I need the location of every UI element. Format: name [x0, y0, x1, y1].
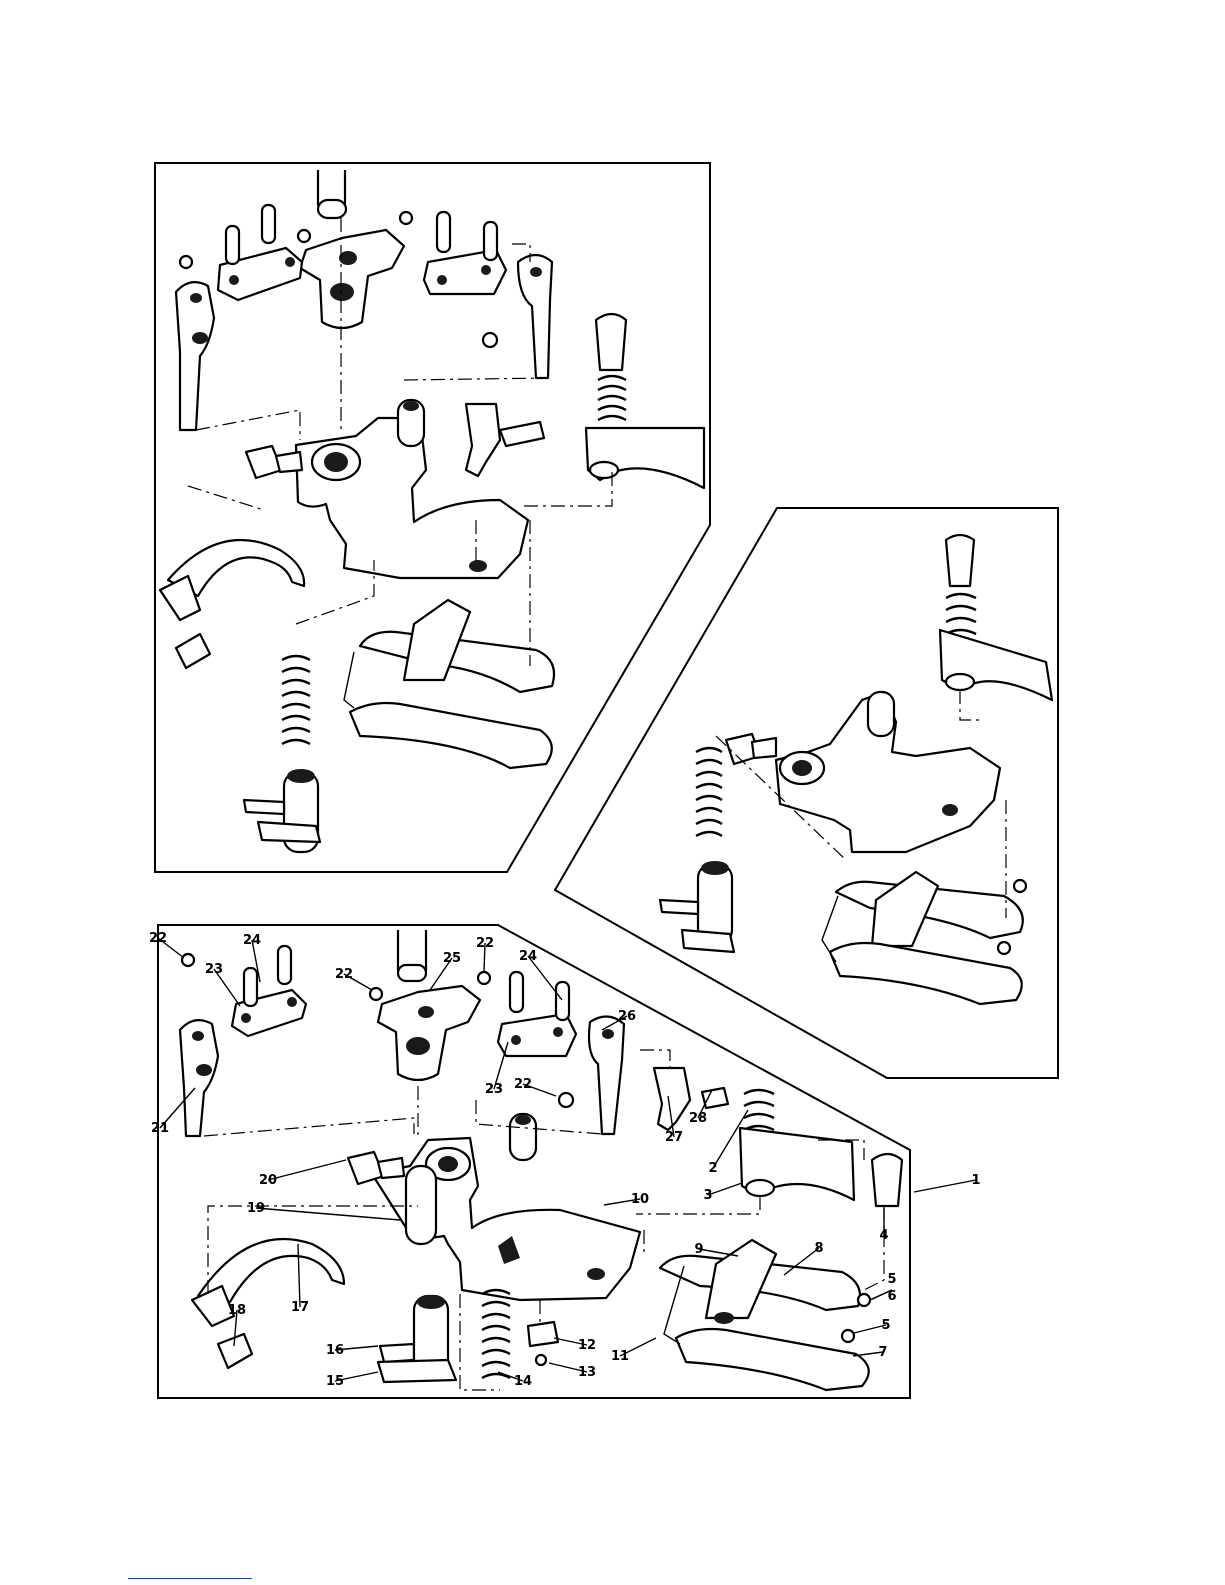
callout-12: 12 [578, 1338, 596, 1353]
callout-3-leader [708, 1183, 742, 1195]
callout-20: 20 [259, 1173, 277, 1188]
callout-26: 26 [618, 1009, 636, 1024]
callout-22b: 22 [335, 967, 353, 982]
callout-22d: 22 [514, 1077, 532, 1092]
callout-19: 19 [247, 1201, 265, 1216]
callout-21: 21 [151, 1121, 169, 1136]
callout-23b: 23 [485, 1082, 503, 1097]
callout-14: 14 [514, 1374, 532, 1389]
bottom-link-underline [128, 1578, 252, 1579]
callout-7: 7 [878, 1345, 887, 1360]
callout-5a: 5 [887, 1272, 896, 1287]
callout-9: 9 [694, 1242, 703, 1257]
callout-27: 27 [665, 1130, 683, 1145]
callout-25: 25 [443, 951, 461, 966]
callout-22a: 22 [149, 931, 167, 946]
callout-22c: 22 [476, 936, 494, 951]
callout-18: 18 [228, 1303, 246, 1318]
callout-4: 4 [879, 1228, 888, 1243]
callout-10: 10 [631, 1192, 649, 1207]
callout-8: 8 [814, 1241, 823, 1256]
callout-23a: 23 [205, 962, 223, 977]
callout-3: 3 [703, 1188, 712, 1203]
callout-17: 17 [291, 1300, 309, 1315]
callout-6: 6 [887, 1289, 896, 1304]
panel-right [555, 508, 1058, 1078]
callout-2: 2 [708, 1161, 717, 1176]
panel-bottom-labeled: 1234565789101112131415161718192021222222… [149, 925, 981, 1398]
callout-13: 13 [578, 1365, 596, 1380]
callout-28: 28 [689, 1111, 707, 1126]
callout-20-leader [268, 1160, 346, 1180]
callout-1-leader [914, 1180, 976, 1192]
callout-16: 16 [326, 1343, 344, 1358]
callout-19-leader [256, 1208, 400, 1220]
callout-1: 1 [971, 1173, 980, 1188]
callout-11: 11 [611, 1349, 629, 1364]
callout-24b: 24 [519, 949, 537, 964]
callout-5b: 5 [881, 1318, 890, 1333]
callout-15: 15 [326, 1374, 344, 1389]
callout-24a: 24 [243, 933, 261, 948]
